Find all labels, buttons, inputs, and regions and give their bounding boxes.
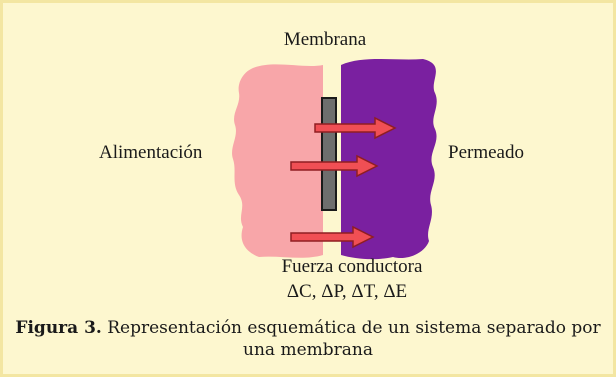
membrane-bar: [321, 97, 337, 211]
arrow-middle: [290, 154, 379, 178]
membrane-diagram: Membrana Alimentación Permeado Fuerza co…: [99, 29, 524, 302]
arrow-top: [314, 116, 397, 140]
caption-text: Representación esquemática de un sistema…: [101, 318, 601, 360]
arrow-bottom: [290, 225, 375, 249]
driving-force-terms: ΔC, ΔP, ΔT, ΔE: [287, 281, 407, 302]
feed-region: [232, 64, 323, 258]
permeate-label: Permeado: [448, 142, 524, 163]
feed-label: Alimentación: [99, 142, 203, 163]
permeate-region: [341, 59, 437, 260]
figure-caption: Figura 3. Representación esquemática de …: [3, 317, 613, 361]
membrane-label: Membrana: [284, 29, 367, 50]
caption-lead: Figura 3.: [15, 318, 102, 338]
driving-force-label: Fuerza conductora: [282, 256, 423, 277]
